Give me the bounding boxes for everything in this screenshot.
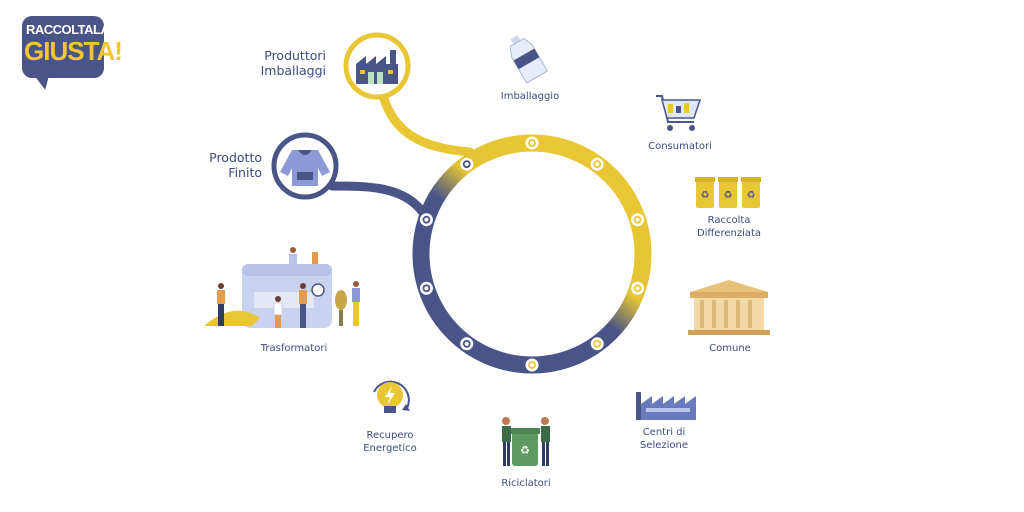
connector-prodotto xyxy=(327,181,429,219)
ring-marker-inner xyxy=(528,139,536,147)
ring-marker-inner xyxy=(462,160,471,169)
tailors-illustration xyxy=(204,247,360,328)
cycle-ring xyxy=(412,134,652,374)
svg-text:♻: ♻ xyxy=(747,190,756,201)
factory-badge xyxy=(343,32,411,100)
logo-bubble xyxy=(22,16,104,78)
energy-bulb-icon xyxy=(373,380,410,413)
product-badge xyxy=(271,132,339,200)
logo-line-1: RACCOLTALA xyxy=(26,22,110,37)
ring-marker xyxy=(631,281,645,295)
ring-marker-inner xyxy=(462,339,471,348)
label-recupero-energetico: Recupero Energetico xyxy=(363,430,417,454)
label-prodotto-finito: Prodotto Finito xyxy=(209,150,262,180)
recyclers-icon: ♻ xyxy=(502,417,550,466)
hoodie-icon xyxy=(280,150,330,186)
ring-marker-inner xyxy=(593,339,602,348)
ring-marker-inner xyxy=(528,361,536,369)
label-centri-di-selezione: Centri di Selezione xyxy=(639,427,689,451)
ring-marker xyxy=(460,337,474,351)
label-trasformatori: Trasformatori xyxy=(260,343,328,354)
bottle-icon xyxy=(509,35,549,84)
label-riciclatori: Riciclatori xyxy=(501,478,551,489)
svg-text:♻: ♻ xyxy=(701,190,710,201)
label-produttori-imballaggi: Produttori Imballaggi xyxy=(260,48,326,78)
svg-text:♻: ♻ xyxy=(520,444,530,457)
cart-icon xyxy=(656,95,702,131)
recycling-bins-icon: ♻ ♻ ♻ xyxy=(695,177,761,208)
ring-marker-inner xyxy=(422,284,431,293)
label-consumatori: Consumatori xyxy=(648,141,712,152)
ring-marker xyxy=(419,281,433,295)
ring-marker xyxy=(419,213,433,227)
sorting-plant-icon xyxy=(636,392,696,420)
label-imballaggio: Imballaggio xyxy=(500,91,560,102)
label-comune: Comune xyxy=(709,343,751,354)
ring-marker xyxy=(590,337,604,351)
connector-produttori xyxy=(377,87,475,157)
svg-text:♻: ♻ xyxy=(724,190,733,201)
ring-marker-inner xyxy=(633,284,642,293)
label-raccolta-differenziata: Raccolta Differenziata xyxy=(696,215,762,239)
ring-marker xyxy=(525,136,539,150)
factory-icon xyxy=(356,50,398,84)
ring-marker-inner xyxy=(593,160,602,169)
ring-marker xyxy=(590,157,604,171)
ring-marker-inner xyxy=(422,215,431,224)
ring-marker-inner xyxy=(633,215,642,224)
ring-markers xyxy=(419,136,645,372)
ring-marker xyxy=(631,213,645,227)
town-hall-icon xyxy=(688,280,770,335)
ring-marker xyxy=(460,157,474,171)
ring-marker xyxy=(525,358,539,372)
